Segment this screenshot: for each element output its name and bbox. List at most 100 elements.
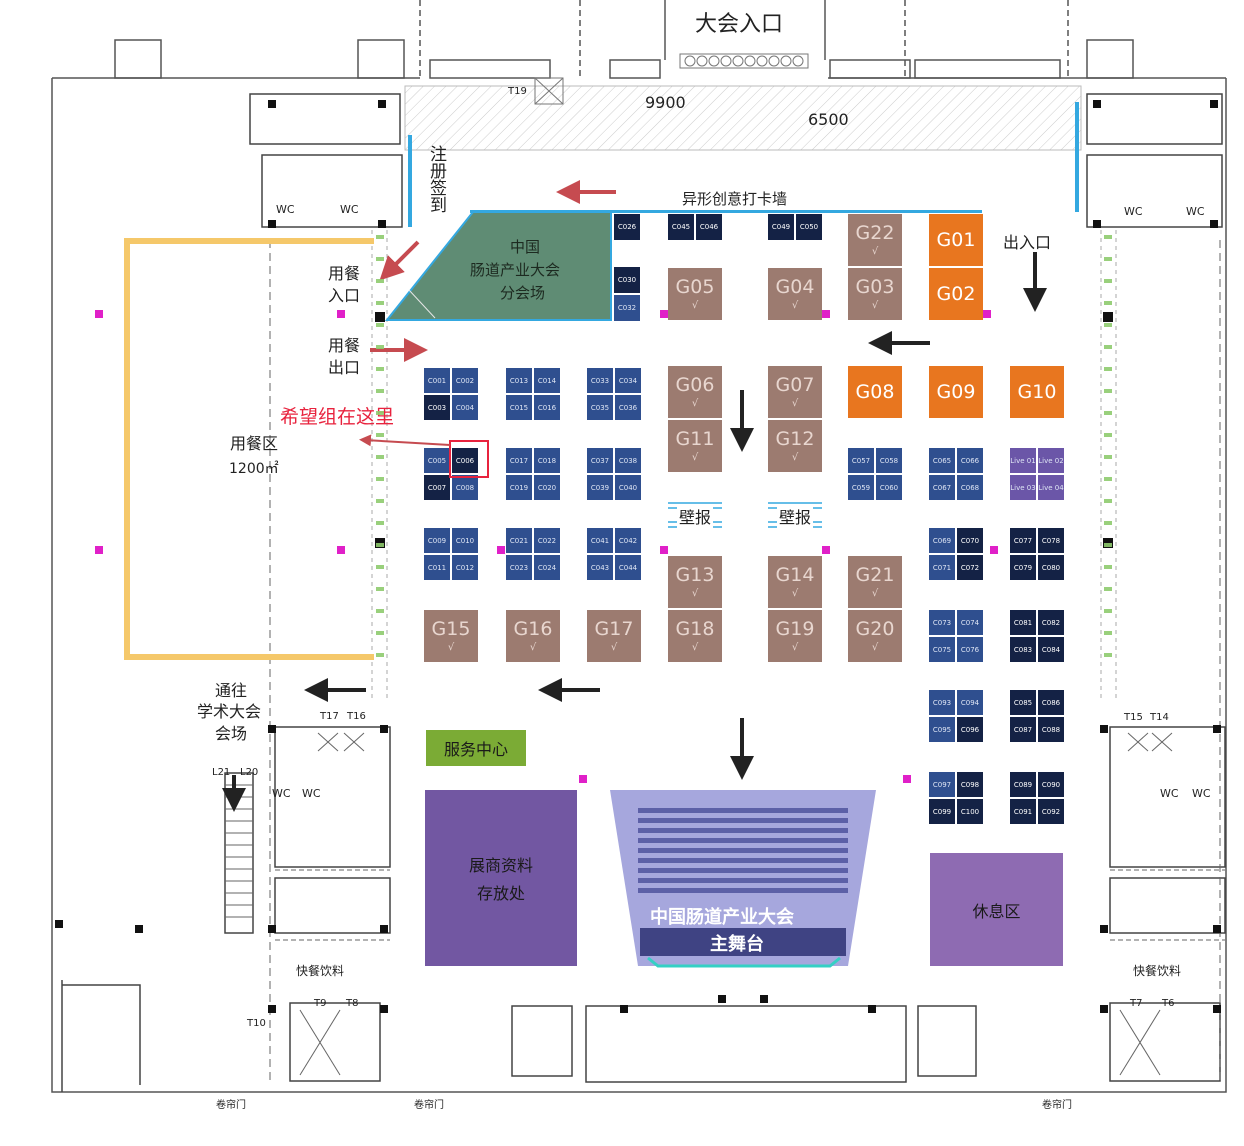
booth-cell[interactable]: C010 <box>452 528 478 553</box>
booth-cell[interactable]: C072 <box>957 555 983 580</box>
booth-cell[interactable]: C084 <box>1038 637 1064 662</box>
booth-g13[interactable]: G13√ <box>668 556 722 608</box>
booth-cell[interactable]: C022 <box>534 528 560 553</box>
booth-cell[interactable]: C096 <box>957 717 983 742</box>
service-center[interactable]: 服务中心 <box>426 730 526 766</box>
booth-cell[interactable]: C035 <box>587 395 613 420</box>
booth-cell[interactable]: C034 <box>615 368 641 393</box>
booth-cell[interactable]: C067 <box>929 475 955 500</box>
booth-cell[interactable]: C078 <box>1038 528 1064 553</box>
booth-cell[interactable]: C013 <box>506 368 532 393</box>
booth-cell[interactable]: C090 <box>1038 772 1064 797</box>
booth-c026[interactable]: C026 <box>614 214 640 240</box>
booth-c030[interactable]: C030 <box>614 267 640 293</box>
booth-cell[interactable]: C043 <box>587 555 613 580</box>
booth-cell[interactable]: C002 <box>452 368 478 393</box>
booth-cell[interactable]: C071 <box>929 555 955 580</box>
booth-c032[interactable]: C032 <box>614 295 640 321</box>
booth-cell[interactable]: C007 <box>424 475 450 500</box>
booth-g05[interactable]: G05√ <box>668 268 722 320</box>
booth-cell[interactable]: C099 <box>929 799 955 824</box>
booth-cell-c006[interactable]: C006 <box>452 448 478 473</box>
booth-g14[interactable]: G14√ <box>768 556 822 608</box>
booth-cell[interactable]: C014 <box>534 368 560 393</box>
booth-cell[interactable]: C011 <box>424 555 450 580</box>
booth-cell[interactable]: C042 <box>615 528 641 553</box>
booth-cell[interactable]: C073 <box>929 610 955 635</box>
booth-cell[interactable]: C021 <box>506 528 532 553</box>
booth-g16[interactable]: G16√ <box>506 610 560 662</box>
booth-g18[interactable]: G18√ <box>668 610 722 662</box>
booth-cell[interactable]: C082 <box>1038 610 1064 635</box>
booth-g09[interactable]: G09 <box>929 366 983 418</box>
booth-cell[interactable]: C017 <box>506 448 532 473</box>
booth-cell[interactable]: C079 <box>1010 555 1036 580</box>
booth-cell[interactable]: C023 <box>506 555 532 580</box>
booth-g04[interactable]: G04√ <box>768 268 822 320</box>
booth-cell[interactable]: C074 <box>957 610 983 635</box>
booth-cell[interactable]: C093 <box>929 690 955 715</box>
booth-cell[interactable]: C038 <box>615 448 641 473</box>
booth-cell[interactable]: C097 <box>929 772 955 797</box>
booth-cell[interactable]: C039 <box>587 475 613 500</box>
booth-cell[interactable]: C095 <box>929 717 955 742</box>
booth-cell[interactable]: C001 <box>424 368 450 393</box>
booth-cell[interactable]: C087 <box>1010 717 1036 742</box>
booth-cell[interactable]: C058 <box>876 448 902 473</box>
booth-g17[interactable]: G17√ <box>587 610 641 662</box>
booth-cell-live[interactable]: Live 02 <box>1038 448 1064 473</box>
booth-cell-live[interactable]: Live 03 <box>1010 475 1036 500</box>
booth-cell[interactable]: C075 <box>929 637 955 662</box>
booth-g08[interactable]: G08 <box>848 366 902 418</box>
booth-cell[interactable]: C091 <box>1010 799 1036 824</box>
booth-cell[interactable]: C068 <box>957 475 983 500</box>
booth-cell[interactable]: C065 <box>929 448 955 473</box>
booth-cell[interactable]: C100 <box>957 799 983 824</box>
booth-cell[interactable]: C057 <box>848 448 874 473</box>
booth-cell[interactable]: C016 <box>534 395 560 420</box>
booth-g11[interactable]: G11√ <box>668 420 722 472</box>
booth-g01[interactable]: G01 <box>929 214 983 266</box>
booth-cell[interactable]: C041 <box>587 528 613 553</box>
booth-cell-live[interactable]: Live 01 <box>1010 448 1036 473</box>
booth-cell[interactable]: C004 <box>452 395 478 420</box>
booth-cell[interactable]: C003 <box>424 395 450 420</box>
booth-cell[interactable]: C070 <box>957 528 983 553</box>
booth-cell[interactable]: C036 <box>615 395 641 420</box>
booth-g07[interactable]: G07√ <box>768 366 822 418</box>
booth-cell[interactable]: C009 <box>424 528 450 553</box>
main-stage[interactable] <box>610 788 878 968</box>
booth-cell[interactable]: C080 <box>1038 555 1064 580</box>
booth-g15[interactable]: G15√ <box>424 610 478 662</box>
booth-cell[interactable]: C083 <box>1010 637 1036 662</box>
booth-g02[interactable]: G02 <box>929 268 983 320</box>
booth-cell[interactable]: C077 <box>1010 528 1036 553</box>
booth-cell[interactable]: C076 <box>957 637 983 662</box>
rest-area[interactable]: 休息区 <box>930 853 1063 966</box>
booth-g19[interactable]: G19√ <box>768 610 822 662</box>
booth-cell[interactable]: C015 <box>506 395 532 420</box>
exhibitor-storage[interactable]: 展商资料 存放处 <box>425 790 577 966</box>
booth-cell[interactable]: C037 <box>587 448 613 473</box>
booth-cell[interactable]: C081 <box>1010 610 1036 635</box>
booth-cell[interactable]: C020 <box>534 475 560 500</box>
booth-c046[interactable]: C046 <box>696 214 722 240</box>
booth-cell[interactable]: C005 <box>424 448 450 473</box>
booth-g10[interactable]: G10 <box>1010 366 1064 418</box>
booth-cell[interactable]: C044 <box>615 555 641 580</box>
booth-c050[interactable]: C050 <box>796 214 822 240</box>
booth-cell[interactable]: C069 <box>929 528 955 553</box>
booth-cell[interactable]: C066 <box>957 448 983 473</box>
booth-cell[interactable]: C085 <box>1010 690 1036 715</box>
booth-cell[interactable]: C060 <box>876 475 902 500</box>
booth-g03[interactable]: G03√ <box>848 268 902 320</box>
booth-g06[interactable]: G06√ <box>668 366 722 418</box>
booth-cell-live[interactable]: Live 04 <box>1038 475 1064 500</box>
booth-g12[interactable]: G12√ <box>768 420 822 472</box>
booth-cell[interactable]: C019 <box>506 475 532 500</box>
booth-cell[interactable]: C092 <box>1038 799 1064 824</box>
booth-cell[interactable]: C059 <box>848 475 874 500</box>
booth-cell[interactable]: C098 <box>957 772 983 797</box>
booth-g22[interactable]: G22√ <box>848 214 902 266</box>
booth-cell[interactable]: C018 <box>534 448 560 473</box>
